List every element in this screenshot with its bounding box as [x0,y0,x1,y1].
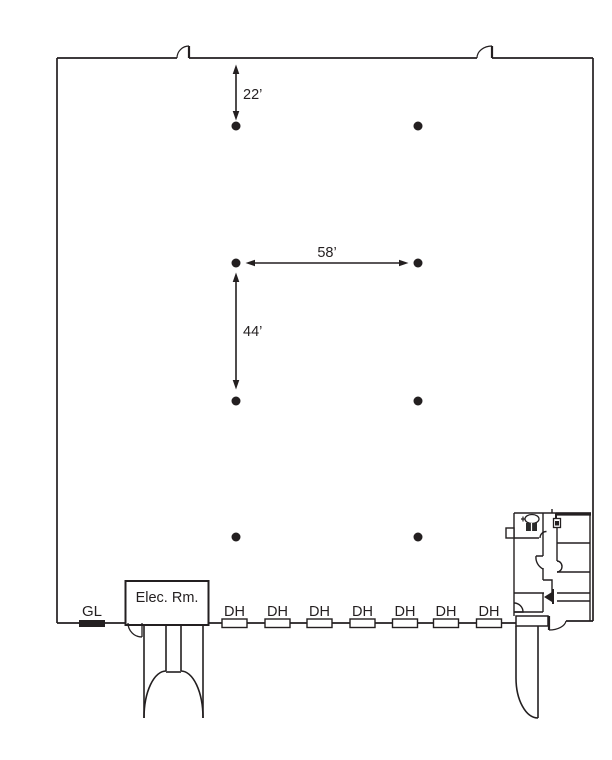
dimension-bay-width: 58’ [245,245,409,267]
electrical-room: Elec. Rm. [124,580,210,638]
dimension-label: 58’ [317,245,336,261]
door-swing-arc-icon [515,677,539,719]
dimension-wall-to-column: 22’ [232,64,262,121]
wall-recess [505,527,515,539]
arrowhead-down-icon [232,380,240,390]
top-entry-doors [176,45,494,59]
door-swing-arc-icon [176,45,190,59]
column-dot [413,121,423,131]
dimension-bay-depth: 44’ [232,272,262,390]
dock-high-doors: DH DH DH DH DH DH DH [221,604,503,629]
column-dot [413,532,423,542]
flush-valve-icon [521,516,526,522]
dock-door-icon [432,618,460,629]
dimension-label: 22’ [243,87,262,103]
door-marker-icon [544,592,552,602]
arrowhead-down-icon [232,111,240,121]
door-landing [515,615,549,627]
interior-wall [542,513,553,593]
dock-door-icon [391,618,419,629]
electrical-room-label: Elec. Rm. [136,590,199,606]
dock-door-label: DH [395,604,416,620]
column-dot [413,396,423,406]
dock-door-icon [349,618,376,629]
door-swing-arc-icon [556,560,563,573]
office-suite [505,509,591,621]
door-swing-arc-icon [476,45,493,59]
arrowhead-left-icon [245,259,255,267]
door-swing-arc-icon [513,602,524,613]
dimension-label: 44’ [243,324,262,340]
door-swing-arc-icon [143,670,167,719]
dock-door-icon [306,618,333,629]
column-dot [231,258,241,268]
arrowhead-up-icon [232,272,240,282]
dock-door-label: DH [479,604,500,620]
dock-door-icon [264,618,291,629]
dock-door-icon [221,618,248,629]
door-swing-arc-icon [127,622,143,638]
door-swing-arc-icon [539,530,547,539]
door-swing-arc-icon [535,555,544,570]
double-exit-doors [143,625,204,719]
arrowhead-right-icon [399,259,409,267]
column-dot [231,396,241,406]
column-dot [231,532,241,542]
dock-door-label: DH [224,604,245,620]
restroom-fixtures [521,513,562,531]
door-swing-arc-icon [180,670,204,719]
toilet-bowl-icon [524,513,540,525]
grade-level-door-icon [79,620,105,627]
electrical-room-outline [124,580,210,626]
door-swing-arc-icon [548,620,567,631]
column-grid [231,121,423,542]
corridor-walls [557,592,590,602]
grade-level-door: GL [79,603,105,627]
dock-door-label: DH [352,604,373,620]
right-exit-door [515,615,567,719]
column-dot [413,258,423,268]
dock-door-label: DH [267,604,288,620]
column-dot [231,121,241,131]
dock-door-label: DH [436,604,457,620]
grade-level-door-label: GL [82,603,102,620]
dock-door-icon [475,618,503,629]
sink-drain-icon [555,521,559,526]
dock-door-label: DH [309,604,330,620]
arrowhead-up-icon [232,64,240,74]
